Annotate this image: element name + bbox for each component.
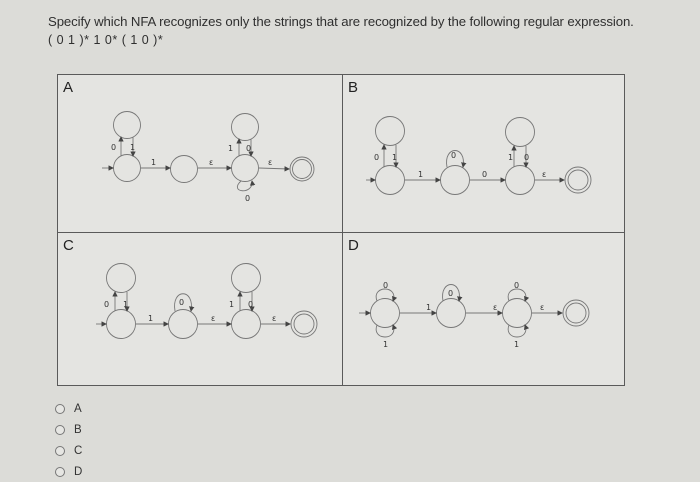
svg-text:1: 1 (130, 143, 135, 152)
state-start-a (113, 154, 141, 182)
radio-a[interactable] (55, 403, 65, 414)
svg-text:ε: ε (268, 158, 272, 167)
svg-text:0: 0 (448, 289, 453, 298)
svg-text:1: 1 (151, 158, 156, 167)
svg-text:1: 1 (426, 303, 431, 312)
regular-expression: ( 0 1 )* 1 0* ( 1 0 )* (48, 33, 164, 47)
option-b[interactable]: B (55, 419, 82, 440)
radio-b[interactable] (55, 424, 65, 435)
question-text: Specify which NFA recognizes only the st… (48, 14, 634, 29)
option-a-label: A (74, 402, 82, 415)
option-d-label: D (74, 465, 83, 478)
nfa-a-graph: 0 1 1 ε 1 0 0 ε (102, 111, 315, 203)
svg-text:1: 1 (148, 314, 153, 323)
svg-text:0: 0 (104, 300, 109, 309)
svg-text:1: 1 (508, 153, 513, 162)
svg-text:0: 0 (451, 151, 456, 160)
svg-text:1: 1 (228, 144, 233, 153)
svg-text:1: 1 (392, 153, 397, 162)
svg-text:0: 0 (179, 298, 184, 307)
radio-d[interactable] (55, 466, 65, 477)
svg-text:0: 0 (245, 194, 250, 203)
nfa-c-graph: 0 1 1 0 ε 1 0 ε (96, 263, 318, 339)
state-a2 (231, 154, 259, 182)
question-prompt: Specify which NFA recognizes only the st… (48, 12, 634, 50)
option-c-label: C (74, 444, 83, 457)
diagram-label-c: C (63, 237, 74, 254)
svg-text:1: 1 (229, 300, 234, 309)
grid-divider-horizontal (58, 232, 624, 234)
svg-text:0: 0 (482, 170, 487, 179)
diagram-label-b: B (348, 79, 359, 96)
option-a[interactable]: A (55, 398, 82, 419)
svg-text:1: 1 (123, 300, 128, 309)
svg-text:1: 1 (383, 340, 388, 349)
nfa-diagram-grid: A 0 (57, 74, 625, 386)
nfa-b-graph: 0 1 1 0 0 1 0 ε (366, 116, 592, 195)
svg-text:ε: ε (540, 303, 544, 312)
option-d[interactable]: D (55, 461, 82, 482)
diagram-label-a: A (63, 79, 74, 96)
grid-divider-vertical (342, 75, 344, 385)
diagram-b: B 0 1 1 0 (343, 75, 626, 232)
option-b-label: B (74, 423, 82, 436)
svg-text:0: 0 (111, 143, 116, 152)
diagram-d: D 0 1 1 0 ε 0 1 (343, 233, 626, 387)
state-loop-a1 (113, 111, 141, 139)
nfa-d-graph: 0 1 1 0 ε 0 1 ε (359, 281, 590, 349)
option-c[interactable]: C (55, 440, 82, 461)
svg-text:0: 0 (248, 300, 253, 309)
svg-text:ε: ε (211, 314, 215, 323)
state-a1 (170, 155, 198, 183)
svg-text:ε: ε (493, 303, 497, 312)
answer-options: A B C D (55, 398, 82, 482)
svg-text:0: 0 (524, 153, 529, 162)
diagram-c: C 0 1 1 0 (58, 233, 342, 387)
svg-text:1: 1 (514, 340, 519, 349)
svg-text:ε: ε (209, 158, 213, 167)
svg-text:ε: ε (542, 170, 546, 179)
svg-text:1: 1 (418, 170, 423, 179)
state-loop-a2 (231, 113, 259, 141)
radio-c[interactable] (55, 445, 65, 456)
diagram-label-d: D (348, 237, 359, 254)
svg-text:0: 0 (514, 281, 519, 290)
svg-text:0: 0 (374, 153, 379, 162)
svg-text:0: 0 (383, 281, 388, 290)
svg-text:0: 0 (246, 144, 251, 153)
diagram-a: A 0 (58, 75, 342, 232)
svg-text:ε: ε (272, 314, 276, 323)
